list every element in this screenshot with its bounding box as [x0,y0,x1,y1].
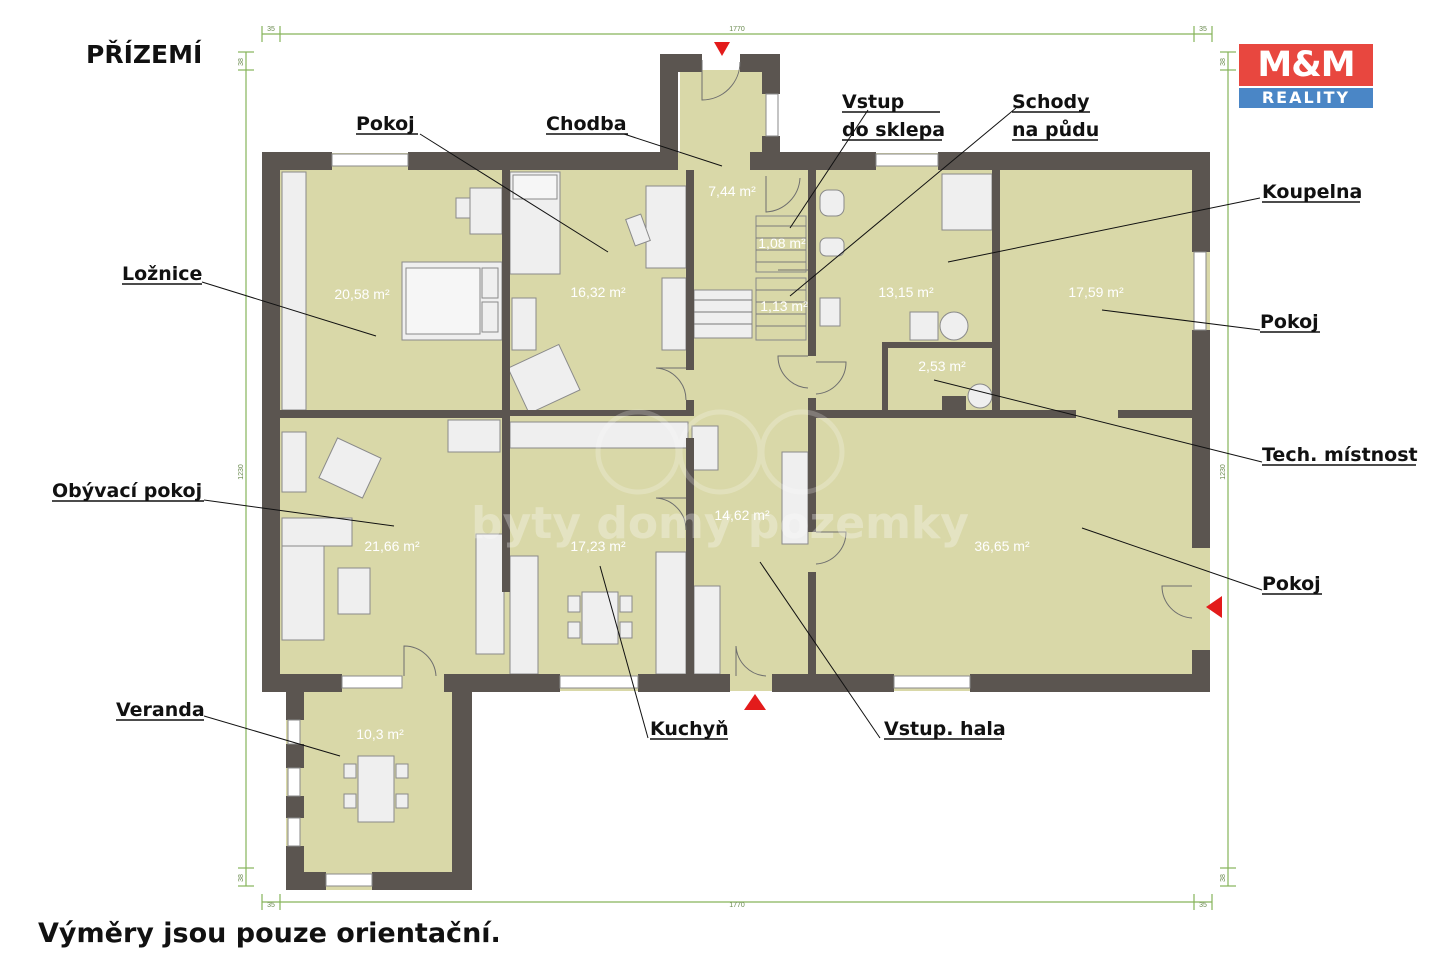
dim-small-lb: 38 [238,874,245,882]
area-obyvaci-pokoj: 21,66 m² [364,538,420,554]
dim-edge-tl: 35 [267,26,275,33]
stairs [694,225,806,327]
label-obyvaci-pokoj: Obývací pokoj [52,480,202,502]
label-pokoj-3: Pokoj [1262,573,1321,595]
dimension-lines [238,26,1236,910]
doors [403,60,1193,677]
room-area-values: 7,44 m² 1,08 m² 1,13 m² 20,58 m² 16,32 m… [334,183,1124,742]
dim-small-rt: 38 [1220,58,1227,66]
label-kuchyn: Kuchyň [650,718,729,740]
dim-width-bottom: 1770 [729,902,745,909]
dim-small-rb: 38 [1220,874,1227,882]
dim-width-top: 1770 [729,26,745,33]
label-chodba: Chodba [546,113,627,135]
furniture [281,171,993,823]
area-chodba: 7,44 m² [708,183,756,199]
corridor-annex-floor [680,70,766,160]
room-labels: Pokoj Chodba Vstup do sklepa Schody na p… [52,91,1418,740]
mm-reality-logo: M&M REALITY [1239,44,1373,108]
dim-edge-br: 35 [1199,902,1207,909]
area-koupelna: 13,15 m² [878,284,934,300]
label-koupelna: Koupelna [1262,181,1362,203]
entry-arrow-top [714,42,730,56]
area-vstupni-hala: 14,62 m² [714,507,770,523]
entry-arrow-bottom [744,694,766,710]
label-tech-mistnost: Tech. místnost [1262,444,1418,466]
entry-arrow-right [1206,596,1222,618]
area-schody-na-pudu: 1,13 m² [760,298,808,314]
area-tech-mistnost: 2,53 m² [918,358,966,374]
disclaimer-text: Výměry jsou pouze orientační. [38,918,501,949]
windows [287,93,1207,887]
logo-brand: M&M [1239,44,1373,86]
area-vstup-do-sklepa: 1,08 m² [758,235,806,251]
main-floor [264,153,1210,691]
area-veranda: 10,3 m² [356,726,404,742]
area-pokoj-2: 17,59 m² [1068,284,1124,300]
leader-lines [201,107,1263,757]
floor-title: PŘÍZEMÍ [86,40,203,69]
walls [262,54,1210,890]
label-loznice: Ložnice [122,263,202,285]
dim-side-left: 1230 [238,464,245,480]
label-schody-line1: Schody [1012,91,1090,113]
dim-small-lt: 38 [238,58,245,66]
watermark-text: byty domy pozemky [471,498,969,549]
label-veranda: Veranda [116,699,205,721]
label-vstup-line2: do sklepa [842,119,945,141]
dim-edge-tr: 35 [1199,26,1207,33]
label-pokoj-1: Pokoj [356,113,415,135]
label-pokoj-2: Pokoj [1260,311,1319,333]
label-vstup-line1: Vstup [842,91,904,113]
area-pokoj-3: 36,65 m² [974,538,1030,554]
area-loznice: 20,58 m² [334,286,390,302]
dim-edge-bl: 35 [267,902,275,909]
label-underlines [52,111,1416,740]
area-kuchyn: 17,23 m² [570,538,626,554]
label-schody-line2: na půdu [1012,118,1099,141]
entry-arrows [714,42,1222,710]
area-pokoj-1: 16,32 m² [570,284,626,300]
logo-subtitle: REALITY [1239,88,1373,108]
dim-side-right: 1230 [1220,464,1227,480]
watermark [595,409,845,495]
label-vstupni-hala: Vstup. hala [884,718,1006,740]
dimension-values: 1770 1770 35 35 35 35 1230 1230 38 38 38… [238,26,1227,909]
